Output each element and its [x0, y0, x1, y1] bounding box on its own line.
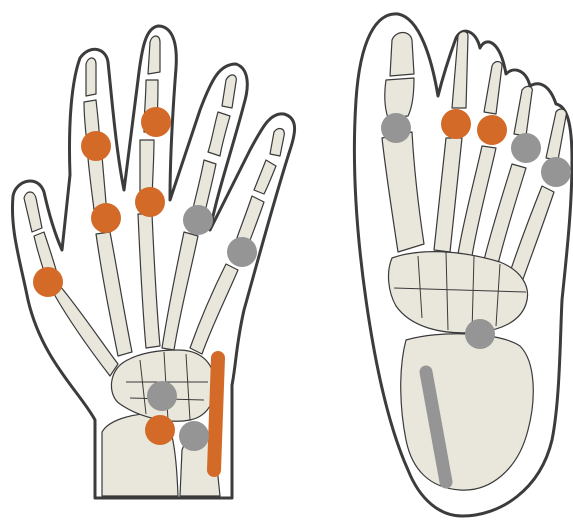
index-pip-marker	[91, 203, 121, 233]
midfoot-marker	[465, 319, 495, 349]
wrist-ulnar-marker	[179, 421, 209, 451]
fifth-toe-pip-marker	[541, 157, 571, 187]
hand-illustration	[12, 26, 294, 498]
thumb-ip-marker	[33, 267, 63, 297]
great-toe-mtp-marker	[381, 113, 411, 143]
middle-pip-marker	[135, 187, 165, 217]
little-pip-marker	[227, 237, 257, 267]
fourth-toe-pip-marker	[511, 133, 541, 163]
wrist-radial-marker	[145, 415, 175, 445]
ulnar-wrist-tendon-marker	[214, 358, 218, 470]
index-distal-phalanx	[86, 58, 96, 96]
second-toe-pip-marker	[441, 109, 471, 139]
great-toe-proximal-phalanx	[385, 78, 414, 118]
index-dip-marker	[81, 131, 111, 161]
middle-dip-marker	[141, 107, 171, 137]
great-toe-distal-phalanx	[390, 33, 414, 77]
foot-illustration	[354, 14, 572, 516]
wrist-carpal-marker	[147, 381, 177, 411]
ring-pip-marker	[183, 205, 213, 235]
third-toe-pip-marker	[477, 115, 507, 145]
middle-distal-phalanx	[148, 36, 160, 74]
